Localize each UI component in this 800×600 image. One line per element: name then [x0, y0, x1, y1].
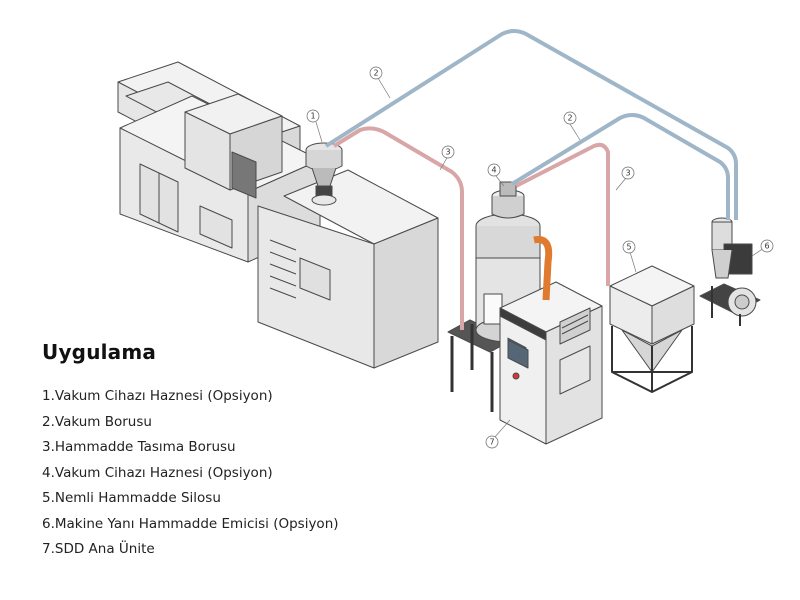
machine-vent-grille [269, 239, 297, 299]
callout-labels: 1 2 2 3 3 4 5 6 7 [310, 69, 769, 447]
callout-circle-6 [760, 239, 774, 253]
callout-label-2b: 2 [567, 114, 572, 123]
callout-circle-3a [441, 145, 455, 159]
callout-circle-5 [622, 240, 636, 254]
legend-item-3: 3.Hammadde Tasıma Borusu [42, 439, 236, 455]
callout-circle-1 [306, 109, 320, 123]
callout-circle-7 [485, 435, 499, 449]
legend-list: 1.Vakum Cihazı Haznesi (Opsiyon) 2.Vakum… [42, 384, 402, 563]
callout-circles [306, 66, 774, 449]
legend-item-2: 2.Vakum Borusu [42, 413, 152, 430]
legend-panel: Uygulama 1.Vakum Cihazı Haznesi (Opsiyon… [42, 340, 402, 563]
legend-item-4: 4.Vakum Cihazı Haznesi (Opsiyon) [42, 464, 273, 481]
callout-circle-3b [621, 166, 635, 180]
callout-circle-4 [487, 163, 501, 177]
legend-item-6: 6.Makine Yanı Hammadde Emicisi (Opsiyon) [42, 515, 339, 532]
vacuum-hopper-1 [305, 142, 343, 206]
callout-label-6: 6 [764, 242, 769, 251]
callout-circle-2b [563, 111, 577, 125]
vacuum-pipe-1 [324, 29, 738, 220]
callout-label-1: 1 [310, 112, 315, 121]
legend-item-7: 7.SDD Ana Ünite [42, 541, 155, 557]
legend-item-5: 5.Nemli Hammadde Silosu [42, 490, 221, 506]
vacuum-pipes [324, 29, 738, 220]
material-pipe-1 [332, 126, 464, 330]
callout-leaders [315, 77, 765, 439]
dryer-orange-hose [533, 235, 553, 301]
legend-item-1: 1.Vakum Cihazı Haznesi (Opsiyon) [42, 388, 273, 404]
vacuum-pipe-2 [510, 113, 730, 220]
injection-molding-machine [117, 61, 439, 369]
callout-label-5: 5 [626, 243, 631, 252]
sdd-main-unit [499, 281, 603, 445]
material-pipes [332, 126, 610, 330]
page-title: Uygulama [42, 340, 157, 364]
material-pipe-2 [515, 142, 610, 286]
callout-label-4: 4 [491, 166, 496, 175]
callout-label-2a: 2 [373, 69, 378, 78]
callout-label-7: 7 [489, 438, 494, 447]
wet-material-silo [609, 265, 695, 393]
callout-label-3b: 3 [625, 169, 630, 178]
callout-label-3a: 3 [445, 148, 450, 157]
machine-side-loader [699, 217, 761, 326]
callout-circle-2a [369, 66, 383, 80]
